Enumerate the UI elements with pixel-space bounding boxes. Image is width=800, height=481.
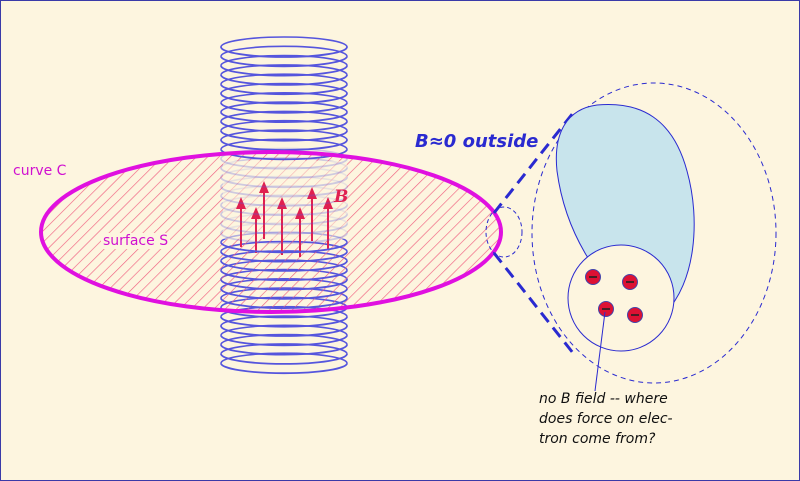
coil-turn-front: [220, 353, 348, 365]
coil-turn-front: [220, 111, 348, 123]
arrow-up-icon: [307, 187, 317, 199]
electron-region-circle: [567, 244, 675, 352]
coil-turn-front: [220, 139, 348, 151]
zoom-ellipse: [531, 82, 777, 384]
coil-turn-front: [220, 93, 348, 105]
coil-turn-front: [220, 297, 348, 309]
coil-turn-front: [220, 167, 348, 179]
curve-c: [39, 150, 503, 314]
arrow-up-icon: [323, 197, 333, 209]
arrow-up-icon: [251, 207, 261, 219]
question-note: no B field -- where does force on elec- …: [539, 389, 749, 449]
zoom-line-top: [492, 112, 575, 214]
arrow-up-icon: [277, 197, 287, 209]
coil-turn-front: [220, 316, 348, 328]
solenoid-coil-front: [220, 46, 348, 375]
b-outside-label: B≈0 outside: [415, 131, 539, 152]
coil-turn-front: [220, 130, 348, 142]
arrow-up-icon: [295, 207, 305, 219]
note-line-1: no B field -- where: [539, 391, 668, 407]
coil-turn-front: [220, 279, 348, 291]
coil-turn-front: [220, 186, 348, 198]
coil-turn-front: [220, 158, 348, 170]
b-field-arrows: [236, 181, 333, 257]
coil-turn-front: [220, 46, 348, 58]
coil-turn-front: [220, 176, 348, 189]
coil-turn-front: [220, 83, 348, 96]
coil-turn-front: [220, 102, 348, 114]
note-line-3: tron come from?: [539, 431, 656, 447]
coil-turn-front: [220, 232, 348, 244]
coil-turn-front: [220, 214, 348, 226]
coil-turn-front: [220, 204, 348, 216]
arrow-up-icon: [236, 197, 246, 209]
coil-turn-front: [220, 260, 348, 272]
coil-turn-front: [220, 251, 348, 263]
coil-turn-front: [220, 121, 348, 133]
coil-turn-front: [220, 335, 348, 347]
coil-turn-front: [220, 74, 348, 86]
coil-turn-front: [220, 288, 348, 300]
note-pointer: [594, 311, 606, 392]
zoom-line-bottom: [492, 252, 575, 354]
surface-s-label: surface S: [101, 233, 171, 249]
arrow-up-icon: [259, 181, 269, 193]
coil-turn-front: [220, 195, 348, 207]
coil-turn-front: [220, 56, 348, 68]
coil-turn-front: [220, 344, 348, 356]
coil-turn-front: [220, 362, 348, 375]
coil-turn-back: [220, 36, 348, 48]
coil-turn-front: [220, 223, 348, 235]
coil-turn-front: [220, 242, 348, 254]
curve-c-label: curve C: [13, 163, 67, 179]
zoom-source-ellipse: [485, 206, 523, 258]
electrons: [585, 269, 643, 323]
coil-turn-front: [220, 65, 348, 77]
note-line-2: does force on elec-: [539, 411, 673, 427]
coil-interior: [223, 161, 347, 239]
coil-turn-front: [220, 325, 348, 337]
b-field-label: B: [334, 187, 349, 207]
coil-turn-front: [220, 269, 348, 282]
